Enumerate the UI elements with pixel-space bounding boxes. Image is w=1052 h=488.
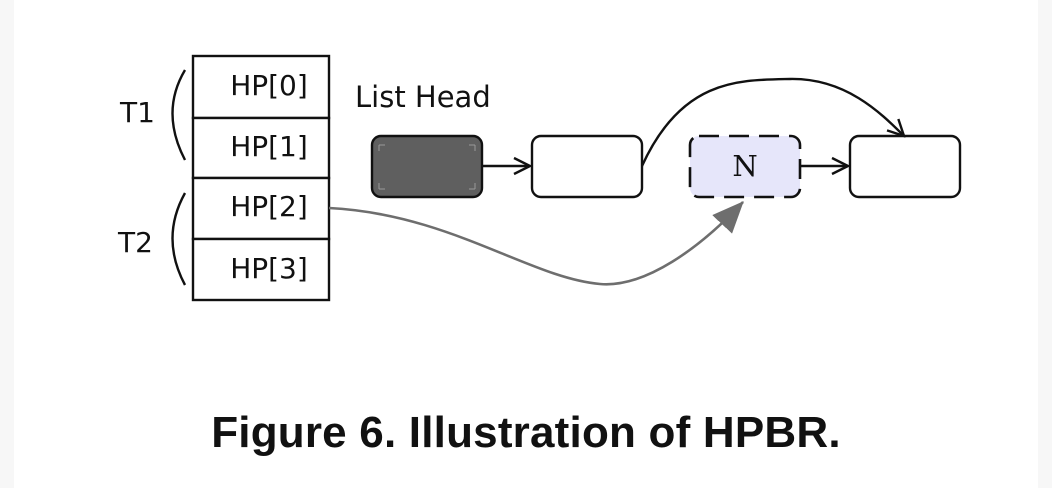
hp-cell-0 (191, 54, 331, 120)
hpbr-diagram: HP[0] HP[1] HP[2] HP[3] T1 T2 List Head … (117, 54, 962, 302)
page-background (14, 0, 1038, 488)
thread-t1-bracket (171, 69, 187, 161)
hp-cell-3 (191, 237, 331, 302)
hp-label-2: HP[2] (230, 190, 308, 223)
thread-t1-label: T1 (119, 96, 155, 129)
thread-t2-group: T2 (117, 192, 187, 286)
hp-label-0: HP[0] (230, 69, 308, 102)
thread-t2-bracket (171, 192, 187, 286)
hp-cell-2 (191, 176, 331, 241)
figure-caption: Figure 6. Illustration of HPBR. (211, 408, 841, 457)
thread-t2-label: T2 (117, 226, 153, 259)
list-node-2 (530, 134, 644, 199)
hp2-reference-arrow (328, 201, 744, 286)
list-head-label: List Head (355, 80, 491, 114)
next-arrow-node2-to-node4 (640, 77, 904, 167)
hp-label-1: HP[1] (230, 130, 308, 163)
hp-label-3: HP[3] (230, 252, 308, 285)
thread-t1-group: T1 (119, 69, 187, 161)
node-n-label: N (732, 149, 757, 183)
list-head-node (370, 134, 484, 199)
list-node-4 (848, 134, 962, 199)
hp-cell-1 (191, 116, 331, 180)
hazard-pointer-table: HP[0] HP[1] HP[2] HP[3] (191, 54, 331, 302)
list-head-node-corners (378, 144, 476, 190)
